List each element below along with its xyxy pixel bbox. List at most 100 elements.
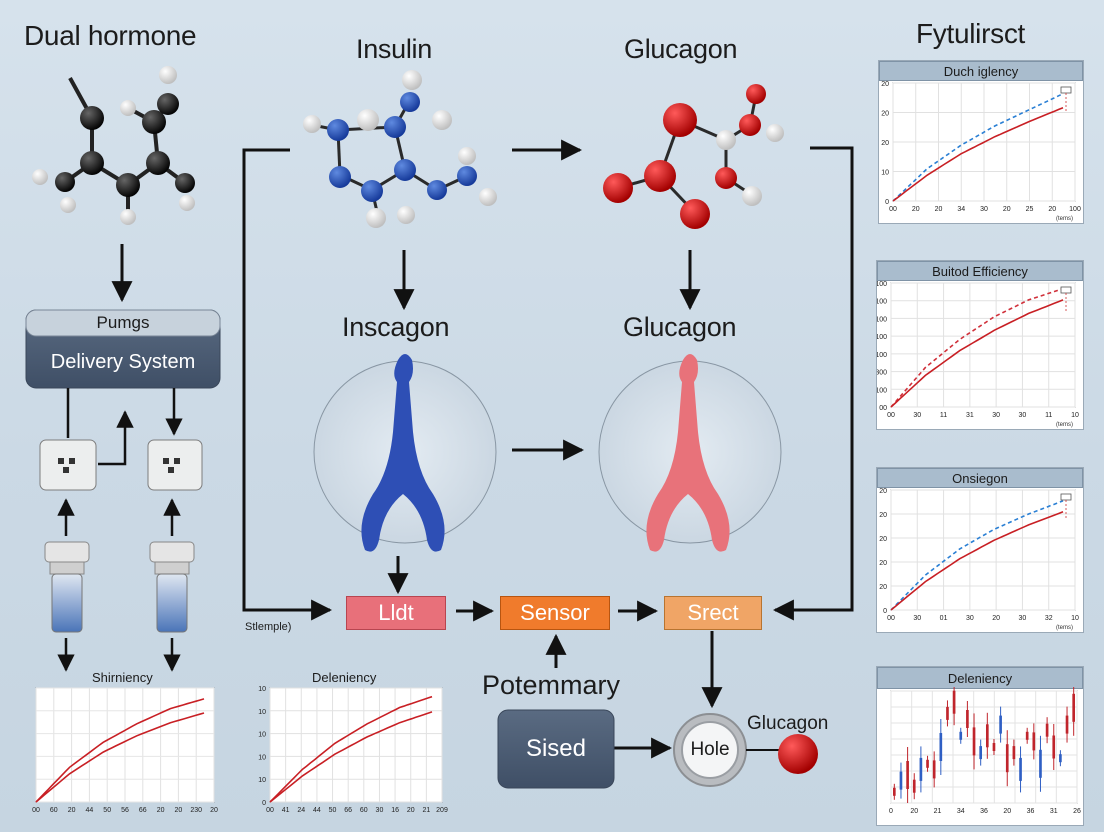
y-tick-label: 100 <box>877 299 887 306</box>
bar <box>1012 746 1016 760</box>
chart-3-title: Onsiegon <box>877 468 1083 488</box>
bar <box>959 731 963 740</box>
bar <box>1039 749 1042 778</box>
x-tick-label: 100 <box>1069 206 1081 213</box>
flow-box-sensor: Sensor <box>500 596 610 630</box>
x-tick-label: 34 <box>957 808 965 815</box>
x-tick-label: 30 <box>913 412 921 419</box>
potemmary-label: Potemmary <box>482 670 621 700</box>
flow-box-lldt: Lldt <box>346 596 446 630</box>
bar <box>952 690 956 714</box>
title-inscagon: Inscagon <box>342 312 450 342</box>
end-marker <box>1060 286 1072 294</box>
x-tick-label: 20 <box>175 807 183 814</box>
x-tick-label: 209 <box>436 807 448 814</box>
y-tick-label: 10 <box>258 732 266 739</box>
y-tick-label: 0 <box>262 800 266 807</box>
x-tick-label: 41 <box>282 807 290 814</box>
bar <box>1045 723 1049 737</box>
bar <box>892 787 896 796</box>
delivery-system-label: Delivery System <box>50 350 196 373</box>
y-tick-label: 20 <box>881 140 889 147</box>
x-tick-label: 21 <box>422 807 430 814</box>
y-tick-label: 20 <box>879 560 887 567</box>
x-tick-label: 10 <box>1071 615 1079 622</box>
bar <box>972 727 976 756</box>
series-line-2 <box>35 712 205 803</box>
bar <box>985 724 989 748</box>
x-tick-label: 32 <box>1045 615 1053 622</box>
x-tick-label: 50 <box>329 807 337 814</box>
end-marker <box>1060 86 1072 94</box>
x-tick-label: 25 <box>1026 206 1034 213</box>
molecule-dual-hormone <box>32 66 195 225</box>
title-right-column: Fytulirsct <box>916 18 1026 49</box>
insulin-hormone-shape <box>361 354 445 552</box>
glucagon-ball-icon <box>778 734 818 774</box>
x-tick-label: 20 <box>407 807 415 814</box>
y-tick-label: 20 <box>879 584 887 591</box>
y-tick-label: 100 <box>877 352 887 359</box>
x-tick-label: 30 <box>1019 615 1027 622</box>
x-tick-label: 36 <box>1027 808 1035 815</box>
x-tick-label: 00 <box>32 807 40 814</box>
bar <box>999 715 1002 734</box>
vial-right <box>149 541 195 633</box>
pump-device-left <box>39 439 97 491</box>
x-tick-label: 30 <box>992 412 1000 419</box>
x-tick-label: 44 <box>86 807 94 814</box>
y-tick-label: 10 <box>258 709 266 716</box>
x-tick-label: 21 <box>934 808 942 815</box>
y-tick-label: 100 <box>877 281 887 288</box>
x-tick-label: 66 <box>139 807 147 814</box>
x-tick-label: 20 <box>910 808 918 815</box>
x-tick-label: 01 <box>940 615 948 622</box>
x-tick-label: 30 <box>966 615 974 622</box>
bar <box>1052 735 1056 759</box>
y-tick-label: 20 <box>881 81 889 88</box>
x-tick-label: 11 <box>940 412 947 419</box>
molecule-glucagon <box>603 84 784 229</box>
x-tick-label: 44 <box>313 807 321 814</box>
bar <box>1065 715 1069 734</box>
chart-5-title: Shirniency <box>92 670 153 685</box>
title-glucagon: Glucagon <box>624 34 738 64</box>
series-line-1 <box>269 695 433 803</box>
flow-box-srect: Srect <box>664 596 762 630</box>
y-tick-label: 300 <box>877 370 887 377</box>
x-unit-label: (tems) <box>1056 216 1073 222</box>
x-tick-label: 30 <box>980 206 988 213</box>
x-unit-label: (tems) <box>1056 625 1073 631</box>
x-tick-label: 20 <box>935 206 943 213</box>
bar <box>992 743 996 751</box>
bar <box>1019 757 1022 781</box>
y-tick-label: 20 <box>881 111 889 118</box>
series-line-1 <box>890 287 1064 408</box>
series-line-1 <box>890 500 1064 611</box>
x-tick-label: 24 <box>297 807 305 814</box>
title-insulin: Insulin <box>356 34 432 64</box>
x-tick-label: 50 <box>103 807 111 814</box>
bar <box>966 710 969 728</box>
x-tick-label: 36 <box>980 808 988 815</box>
x-tick-label: 66 <box>344 807 352 814</box>
bar <box>1005 744 1009 773</box>
y-tick-label: 10 <box>258 754 266 761</box>
series-line-2 <box>890 511 1064 611</box>
x-tick-label: 00 <box>887 615 895 622</box>
x-tick-label: 00 <box>889 206 897 213</box>
y-tick-label: 10 <box>258 777 266 784</box>
x-tick-label: 30 <box>913 615 921 622</box>
x-tick-label: 20 <box>912 206 920 213</box>
molecule-insulin <box>303 70 497 228</box>
pump-device-right <box>147 439 203 491</box>
bar <box>979 746 983 760</box>
chart-2-title: Buitod Efficiency <box>877 261 1083 281</box>
x-tick-label: 20 <box>1003 808 1011 815</box>
glucagon-hormone-shape <box>646 354 730 552</box>
